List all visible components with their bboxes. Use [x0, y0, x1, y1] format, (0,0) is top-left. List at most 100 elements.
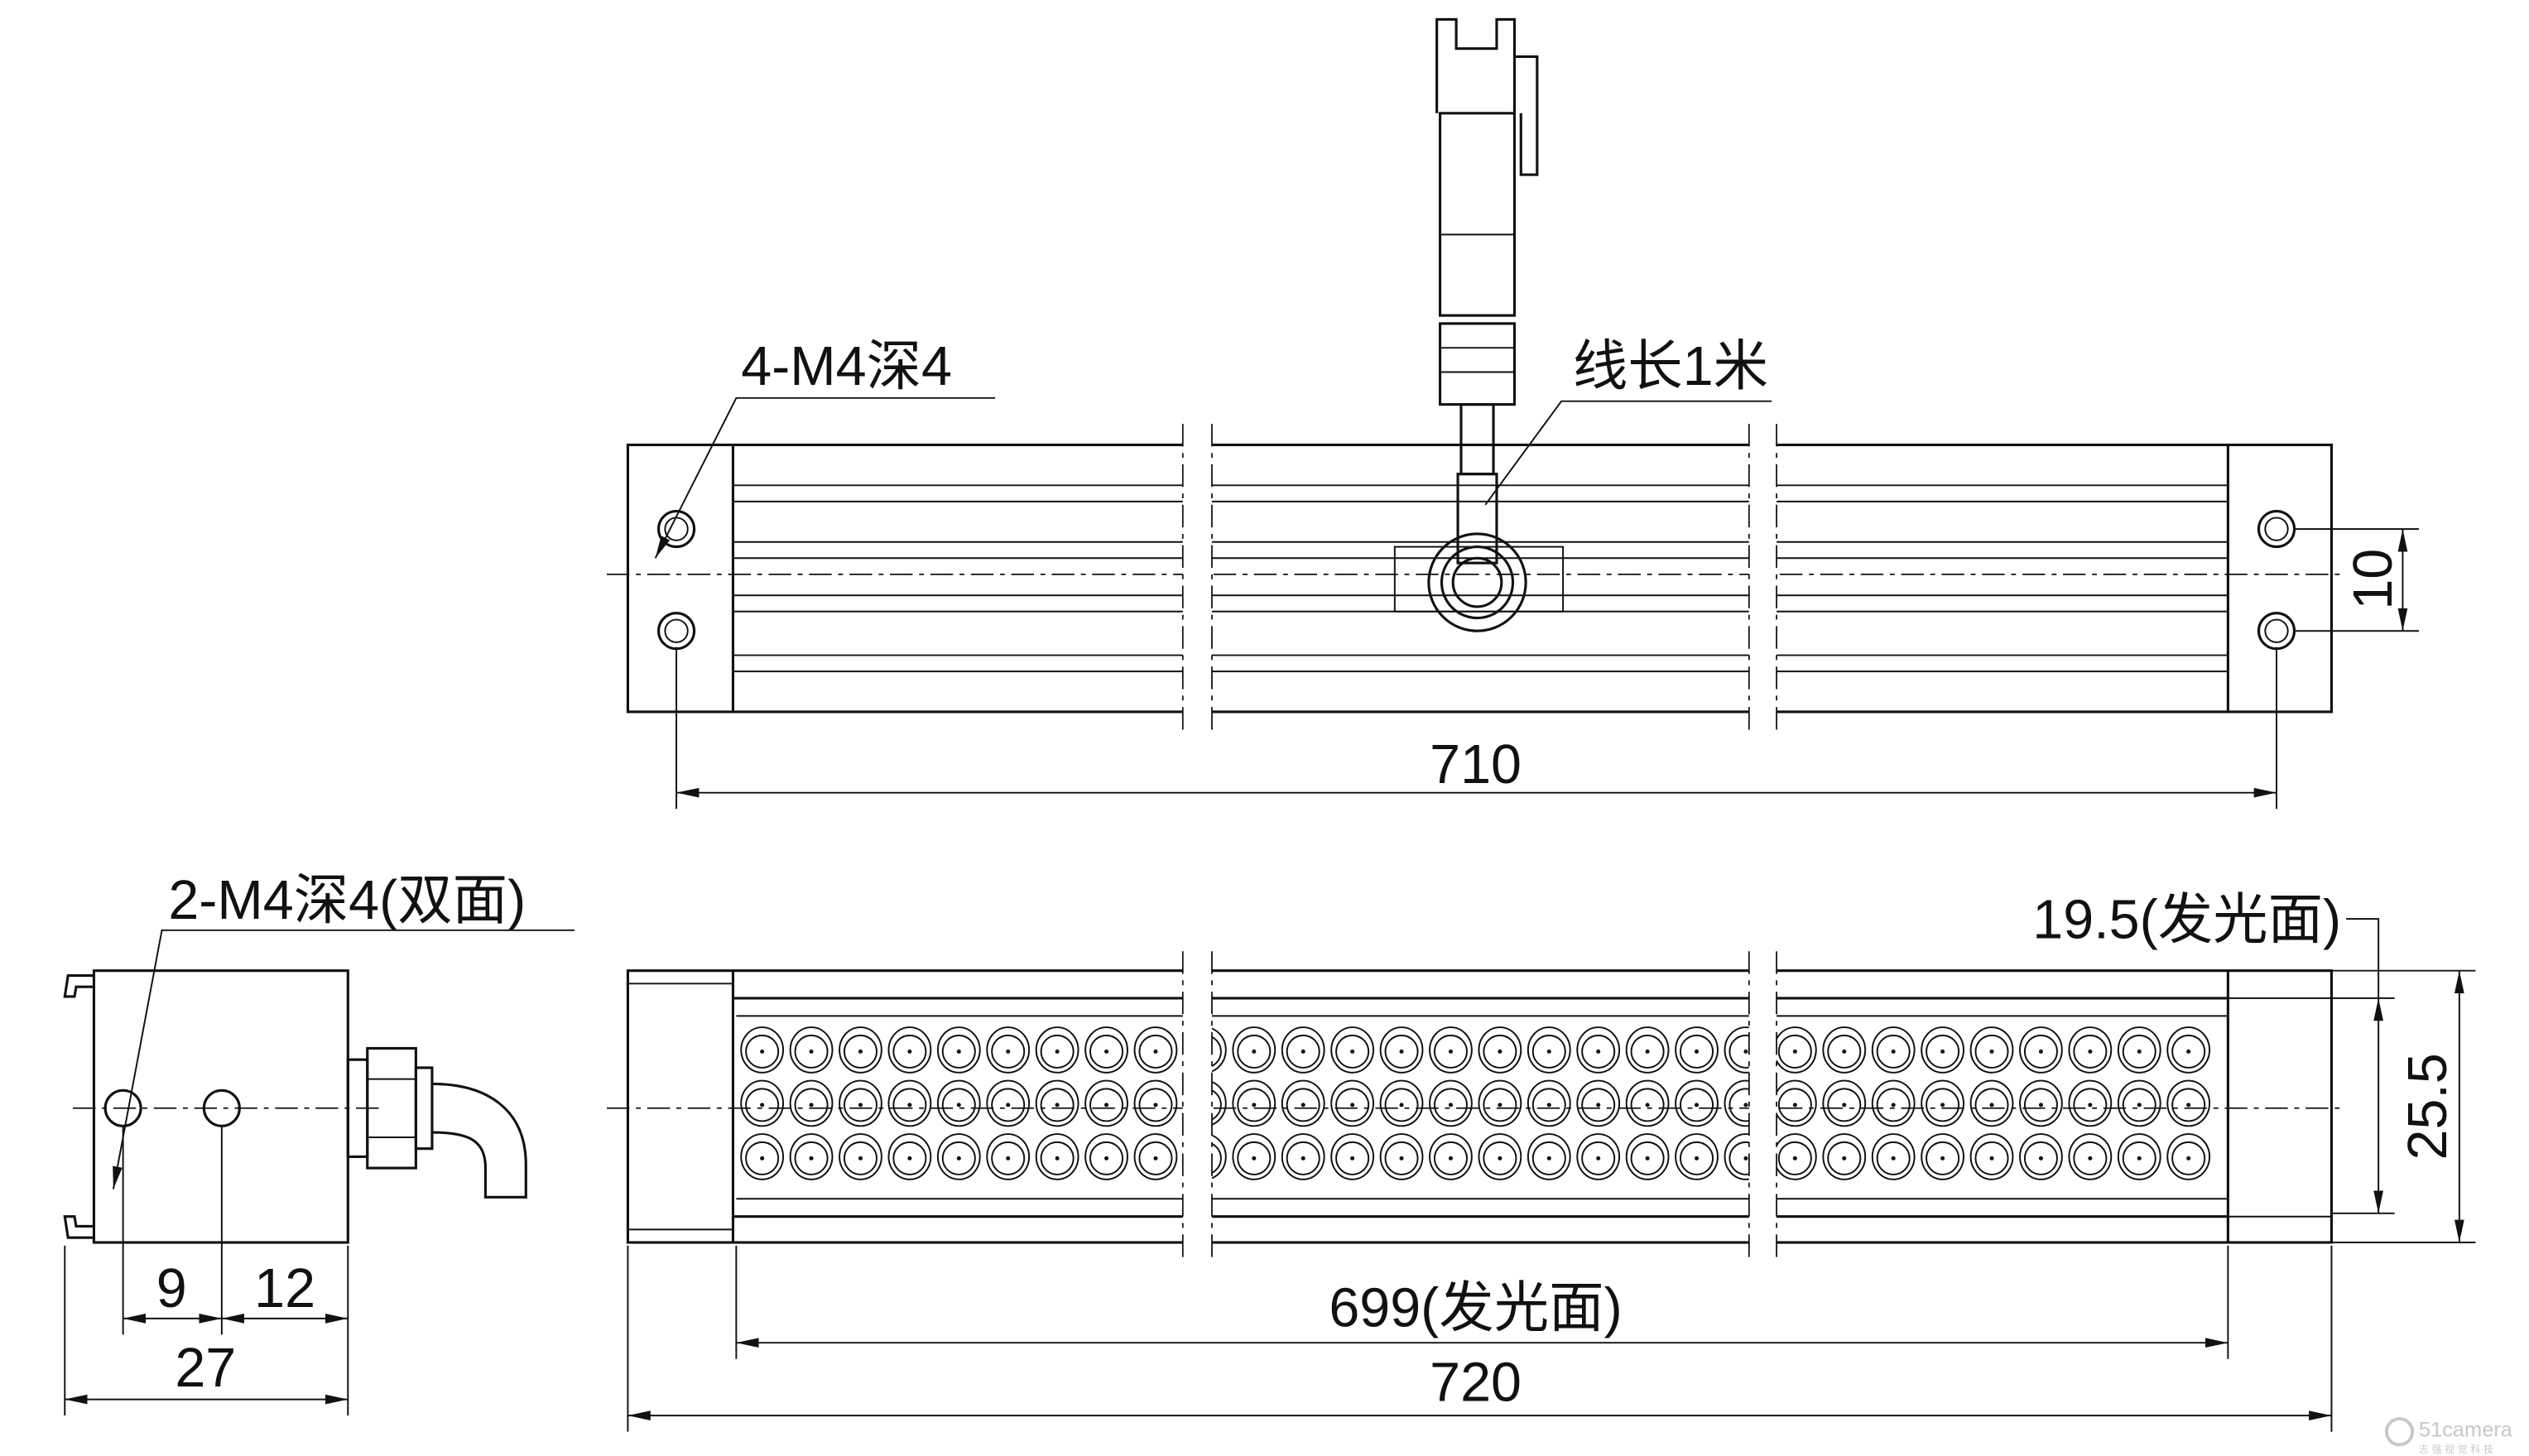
led — [1379, 1026, 1424, 1074]
led — [1281, 1079, 1325, 1127]
side-hole-spec-label: 2-M4深4(双面) — [168, 870, 526, 931]
led — [1133, 1079, 1178, 1127]
led — [789, 1026, 834, 1074]
led — [740, 1079, 785, 1127]
led — [1871, 1133, 1916, 1180]
led — [1330, 1079, 1375, 1127]
led — [1969, 1026, 2014, 1074]
led — [1232, 1133, 1277, 1180]
led — [986, 1026, 1031, 1074]
led — [1232, 1079, 1277, 1127]
led — [2117, 1133, 2161, 1180]
led — [2068, 1133, 2113, 1180]
led — [1921, 1026, 1964, 1074]
led — [1871, 1026, 1916, 1074]
led — [1527, 1026, 1571, 1074]
led-array — [740, 1026, 2211, 1180]
led — [1969, 1079, 2014, 1127]
led — [2019, 1079, 2063, 1127]
led — [839, 1133, 882, 1180]
led — [2166, 1079, 2211, 1127]
dimension-27: 27 — [175, 1338, 236, 1399]
led — [1133, 1026, 1178, 1074]
led — [1232, 1026, 1277, 1074]
led — [1379, 1079, 1424, 1127]
led — [1429, 1026, 1473, 1074]
mounting-hole — [656, 612, 696, 651]
led — [1822, 1026, 1867, 1074]
led — [2019, 1026, 2063, 1074]
led — [1527, 1079, 1571, 1127]
led — [839, 1026, 882, 1074]
led — [936, 1133, 981, 1180]
led — [986, 1079, 1031, 1127]
dimension-9: 9 — [156, 1258, 187, 1319]
hole-spec-label: 4-M4深4 — [741, 336, 952, 397]
led — [1379, 1133, 1424, 1180]
watermark-brand: 51camera — [2419, 1419, 2513, 1442]
side-view: 9 12 27 2-M4深4(双面) — [63, 870, 575, 1416]
led — [1576, 1026, 1621, 1074]
led — [2068, 1026, 2113, 1074]
led — [1035, 1026, 1079, 1074]
led — [887, 1133, 932, 1180]
led — [1921, 1079, 1964, 1127]
led — [1675, 1026, 1719, 1074]
dimension-25-5: 25.5 — [2397, 1053, 2459, 1160]
watermark-subtitle: 志强视觉科技 — [2419, 1444, 2497, 1455]
led — [740, 1026, 785, 1074]
top-view: 710 10 4-M4深4 线长1米 — [607, 17, 2419, 810]
watermark-logo: 51camera 志强视觉科技 — [2384, 1417, 2513, 1455]
dimension-12: 12 — [254, 1258, 315, 1319]
led — [1772, 1026, 1817, 1074]
led — [887, 1026, 932, 1074]
led — [1330, 1133, 1375, 1180]
dimension-19-5: 19.5(发光面) — [2032, 890, 2341, 951]
led — [1035, 1079, 1079, 1127]
led — [1772, 1133, 1817, 1180]
cable-connector — [1393, 17, 1565, 632]
led — [1429, 1079, 1473, 1127]
led — [1822, 1133, 1867, 1180]
led — [1822, 1079, 1867, 1127]
led — [789, 1133, 834, 1180]
led — [1429, 1133, 1473, 1180]
led — [1527, 1133, 1571, 1180]
led — [1478, 1079, 1522, 1127]
led — [1084, 1026, 1128, 1074]
led — [2117, 1026, 2161, 1074]
led — [936, 1079, 981, 1127]
led — [1969, 1133, 2014, 1180]
led — [2019, 1133, 2063, 1180]
led — [986, 1133, 1031, 1180]
led — [1084, 1133, 1128, 1180]
led — [1281, 1026, 1325, 1074]
led — [2117, 1079, 2161, 1127]
led — [2166, 1026, 2211, 1074]
led — [1084, 1079, 1128, 1127]
mounting-hole — [2257, 510, 2296, 549]
led — [2166, 1133, 2211, 1180]
front-view: 699(发光面) 720 25.5 19.5(发光面) — [607, 890, 2476, 1432]
led — [1675, 1133, 1719, 1180]
led — [1625, 1026, 1670, 1074]
led — [740, 1133, 785, 1180]
led — [789, 1079, 834, 1127]
led — [1576, 1079, 1621, 1127]
cable-length-label: 线长1米 — [1573, 336, 1768, 397]
led — [1133, 1133, 1178, 1180]
led — [1625, 1133, 1670, 1180]
led — [1035, 1133, 1079, 1180]
dimension-710: 710 — [1430, 734, 1522, 795]
led — [1675, 1079, 1719, 1127]
led — [1478, 1026, 1522, 1074]
led — [1921, 1133, 1964, 1180]
dimension-720: 720 — [1430, 1353, 1522, 1414]
led — [1281, 1133, 1325, 1180]
cable-gland — [346, 1046, 527, 1199]
led — [887, 1079, 932, 1127]
led — [1772, 1079, 1817, 1127]
dimension-10: 10 — [2343, 549, 2404, 610]
